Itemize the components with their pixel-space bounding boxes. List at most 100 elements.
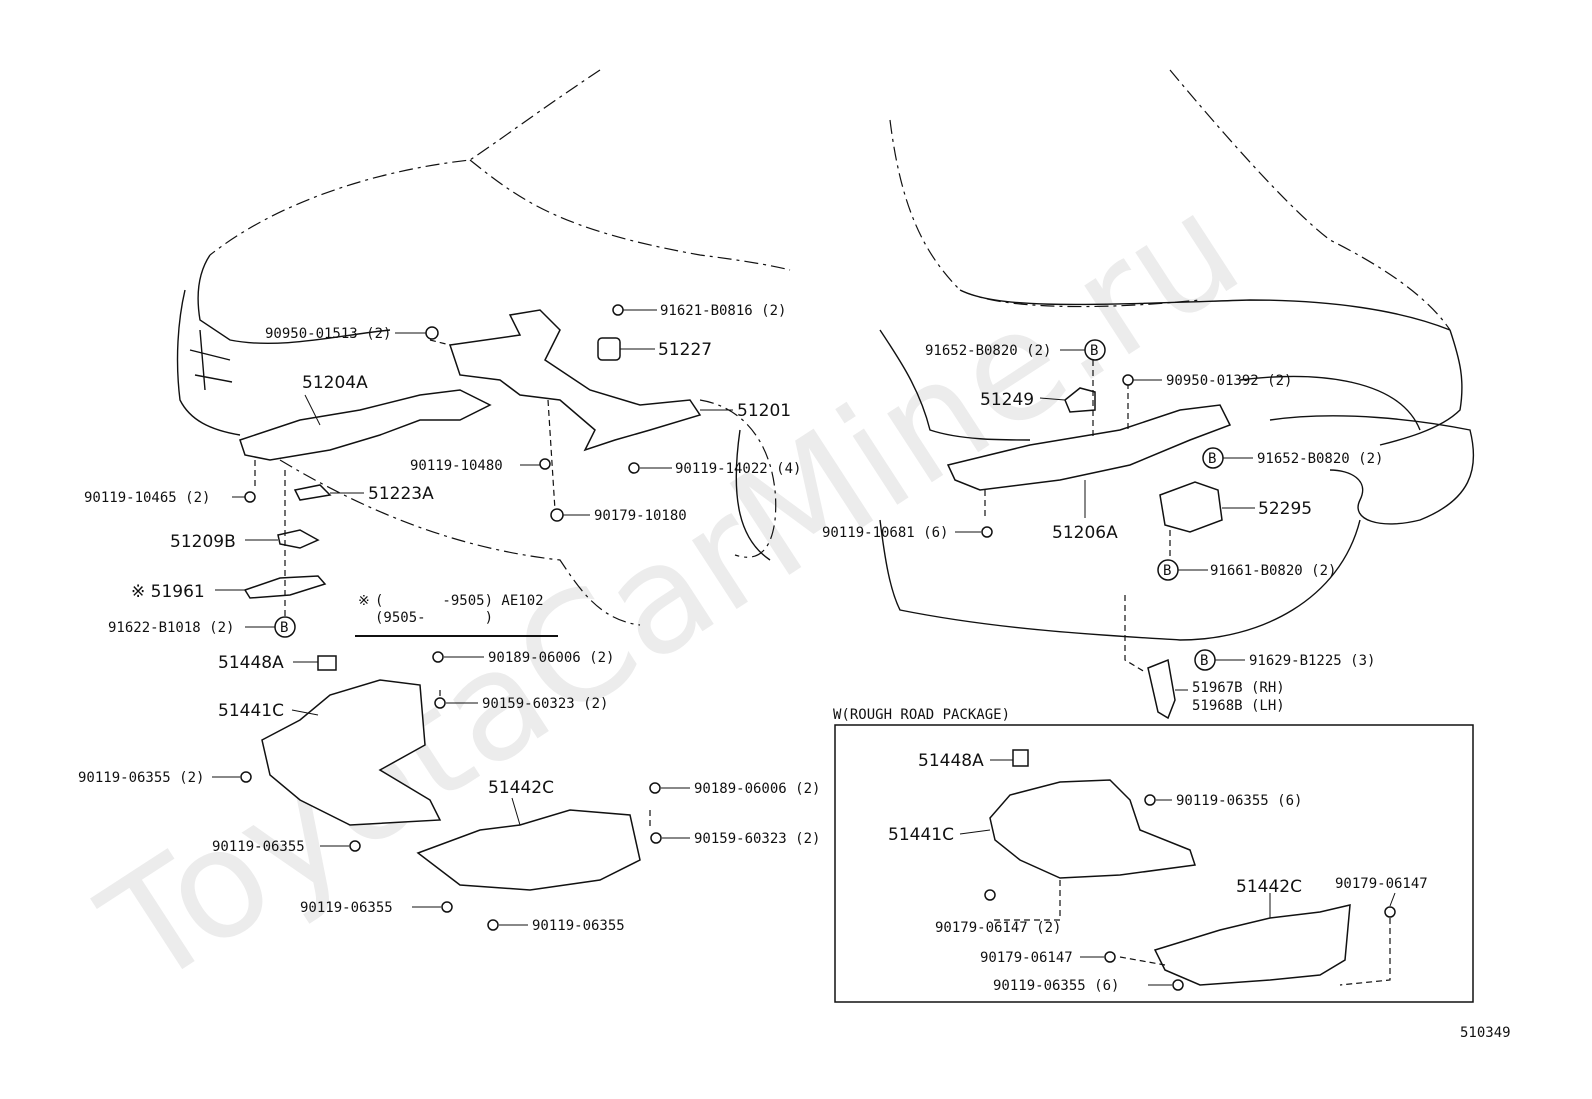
- label-90119-14022: 90119-14022 (4): [675, 461, 801, 477]
- clip-51448A: [317, 655, 337, 671]
- clip-90189-a: [432, 651, 444, 663]
- label-51223A: 51223A: [368, 484, 434, 504]
- stopper-51227: [597, 337, 621, 361]
- label-90159-a: 90159-60323 (2): [482, 696, 608, 712]
- cover-51441C-box: [989, 779, 1196, 879]
- box-labels: 51448A 90119-06355 (6) 51441C 90179-0614…: [888, 751, 1428, 994]
- svg-text:B: B: [1163, 563, 1171, 579]
- label-51442C-box: 51442C: [1236, 877, 1302, 897]
- crossmember-51201: [449, 309, 702, 452]
- cover-51441C: [261, 679, 442, 826]
- nut-90950-01513: [425, 326, 439, 340]
- label-90179-06147-2: 90179-06147 (2): [935, 920, 1061, 936]
- label-90950-01392: 90950-01392 (2): [1166, 373, 1292, 389]
- front-car-outline: [176, 69, 791, 626]
- bolt-90119-06355-a: [349, 840, 361, 852]
- rear-car-outline: [879, 69, 1475, 641]
- screw-90159-a: [434, 697, 446, 709]
- circle-b-mark-2: B: [1084, 339, 1106, 361]
- svg-text:B: B: [280, 620, 288, 636]
- label-51204A: 51204A: [302, 373, 368, 393]
- nut-90179-06147-2: [984, 889, 996, 901]
- nut-90179-06147-b: [1384, 906, 1396, 918]
- label-51968B: 51968B (LH): [1192, 698, 1285, 714]
- bracket-51967B: [1147, 658, 1176, 720]
- label-51448A-box: 51448A: [918, 751, 984, 771]
- rear-labels: 91652-B0820 (2) 90950-01392 (2) 51249 91…: [822, 343, 1383, 714]
- label-90189-b: 90189-06006 (2): [694, 781, 820, 797]
- label-51201: 51201: [737, 401, 791, 421]
- label-91661: 91661-B0820 (2): [1210, 563, 1336, 579]
- leader-lines: [212, 309, 1396, 986]
- bolt-90119-06355-6b: [1172, 979, 1184, 991]
- label-90119-10480: 90119-10480: [410, 458, 503, 474]
- label-51448A: 51448A: [218, 653, 284, 673]
- label-91652-b: 91652-B0820 (2): [1257, 451, 1383, 467]
- bolt-90119-06355-b: [441, 901, 453, 913]
- label-51227: 51227: [658, 340, 712, 360]
- svg-text:B: B: [1208, 451, 1216, 467]
- label-51441C-box: 51441C: [888, 825, 954, 845]
- bolt-90119-06355-c: [487, 919, 499, 931]
- svg-text:B: B: [1090, 343, 1098, 359]
- label-90179-10180: 90179-10180: [594, 508, 687, 524]
- front-parts: [239, 309, 702, 891]
- label-90179-06147-a: 90179-06147: [980, 950, 1073, 966]
- circle-b-mark-3: B: [1202, 447, 1224, 469]
- pad-51223A: [293, 484, 332, 501]
- bolt-90119-10465: [244, 491, 256, 503]
- circle-b-mark-1: B: [274, 616, 296, 638]
- circle-b-mark-5: B: [1194, 649, 1216, 671]
- bolt-91621: [612, 304, 624, 316]
- bolt-90119-10480: [539, 458, 551, 470]
- rough-road-title: W(ROUGH ROAD PACKAGE): [833, 707, 1010, 723]
- legend-mark: ※: [358, 593, 370, 609]
- bolt-90119-14022: [628, 462, 640, 474]
- stopper-51249: [1064, 387, 1096, 413]
- label-91652-a: 91652-B0820 (2): [925, 343, 1051, 359]
- label-90189-a: 90189-06006 (2): [488, 650, 614, 666]
- rough-road-box: W(ROUGH ROAD PACKAGE): [833, 707, 1474, 1003]
- member-51206A: [946, 404, 1232, 491]
- bolt-90119-06355-2: [240, 771, 252, 783]
- cover-51442C-box: [1153, 904, 1351, 986]
- circle-b-mark-4: B: [1157, 559, 1179, 581]
- clip-51448A-box: [1012, 749, 1029, 767]
- svg-text:B: B: [1200, 653, 1208, 669]
- legend-line1: ( -9505) AE102: [375, 593, 544, 609]
- nut-90179-10180: [550, 508, 564, 522]
- label-91621: 91621-B0816 (2): [660, 303, 786, 319]
- clip-90189-b: [649, 782, 661, 794]
- legend-line2: (9505- ): [375, 610, 493, 626]
- label-51206A: 51206A: [1052, 523, 1118, 543]
- label-52295: 52295: [1258, 499, 1312, 519]
- rear-parts: [946, 360, 1232, 720]
- cover-51442C: [416, 809, 641, 891]
- front-fasteners: [240, 304, 662, 931]
- circle-marks: B B B B B: [274, 339, 1224, 671]
- label-90950-01513: 90950-01513 (2): [265, 326, 391, 342]
- bracket-52295: [1159, 481, 1223, 533]
- label-90119-06355-2: 90119-06355 (2): [78, 770, 204, 786]
- nut-90179-06147-a: [1104, 951, 1116, 963]
- label-90119-06355-b: 90119-06355: [300, 900, 393, 916]
- plate-51209B: [277, 529, 320, 549]
- label-90119-10465: 90119-10465 (2): [84, 490, 210, 506]
- label-51442C: 51442C: [488, 778, 554, 798]
- label-51961: ※ 51961: [131, 582, 205, 602]
- label-91629: 91629-B1225 (3): [1249, 653, 1375, 669]
- bolt-90119-06355-6a: [1144, 794, 1156, 806]
- front-labels: 91621-B0816 (2) 90950-01513 (2) 51227 51…: [78, 303, 820, 934]
- label-51967B: 51967B (RH): [1192, 680, 1285, 696]
- legend-note: ※ ( -9505) AE102 (9505- ): [358, 593, 544, 626]
- label-90179-06147-b: 90179-06147: [1335, 876, 1428, 892]
- label-90119-10681: 90119-10681 (6): [822, 525, 948, 541]
- nut-90950-01392: [1122, 374, 1134, 386]
- label-90119-06355-c: 90119-06355: [532, 918, 625, 934]
- screw-90159-b: [650, 832, 662, 844]
- bolt-90119-10681: [981, 526, 993, 538]
- label-91622: 91622-B1018 (2): [108, 620, 234, 636]
- label-51209B: 51209B: [170, 532, 236, 552]
- label-90119-06355-6a: 90119-06355 (6): [1176, 793, 1302, 809]
